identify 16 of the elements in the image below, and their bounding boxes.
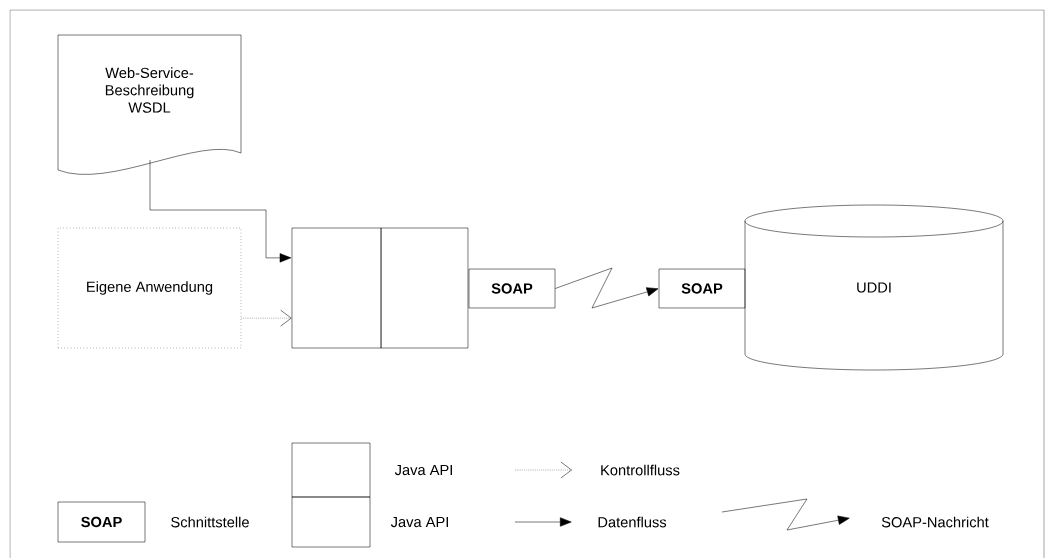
database-cylinder: UDDI [744,204,1004,371]
legend-entry: Java API [291,496,448,548]
arrow [240,309,292,327]
legend-entry: Datenfluss [514,516,667,528]
legend-entry: Kontrollfluss [514,461,680,479]
application-box: Eigene Anwendung [57,227,242,349]
arrow [149,159,292,263]
component-box [291,227,382,349]
interface-box: SOAP [658,268,746,309]
legend-sample-text: SOAP [81,516,122,528]
node-label: UDDI [857,282,891,293]
interface-box: SOAP [468,268,556,309]
legend-entry: SOAP-Nachricht [721,498,989,531]
zigzag-arrow [555,267,659,309]
component-box [380,227,469,349]
legend-entry: Java API [291,442,452,498]
